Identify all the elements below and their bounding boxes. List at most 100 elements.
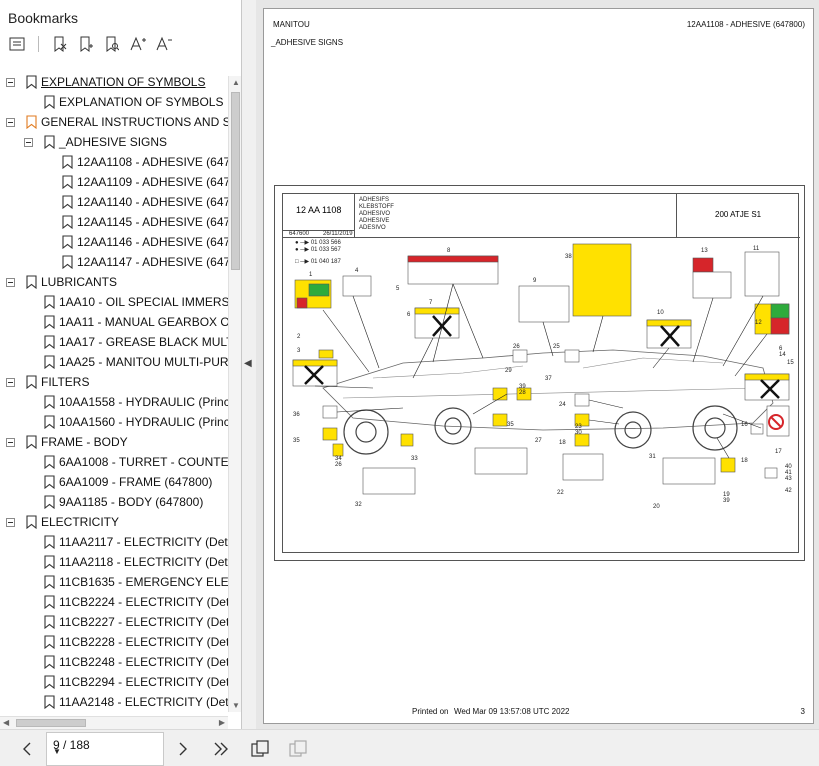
scroll-up-icon[interactable]: ▲ <box>232 78 240 87</box>
horizontal-scrollbar[interactable]: ◀ ▶ <box>0 716 228 729</box>
add-bookmark-icon[interactable] <box>75 34 97 54</box>
bookmark-item[interactable]: 11CB2224 - ELECTRICITY (Detai <box>0 592 228 612</box>
bookmark-item[interactable]: 12AA1146 - ADHESIVE (6478 <box>0 232 228 252</box>
bookmark-icon <box>44 295 55 310</box>
bookmark-icon <box>62 195 73 210</box>
document-view[interactable]: MANITOU 12AA1108 - ADHESIVE (647800) _AD… <box>256 0 819 729</box>
svg-text:4: 4 <box>355 268 359 274</box>
bookmark-icon <box>44 615 55 630</box>
bookmark-item[interactable]: 12AA1147 - ADHESIVE (6478 <box>0 252 228 272</box>
chevron-down-icon[interactable]: ▼ <box>53 747 61 756</box>
svg-text:40: 40 <box>785 464 792 470</box>
bookmark-item[interactable]: 1AA17 - GREASE BLACK MULTI- <box>0 332 228 352</box>
delete-bookmark-icon[interactable] <box>49 34 71 54</box>
bookmark-item[interactable]: GENERAL INSTRUCTIONS AND SAF <box>0 112 228 132</box>
svg-text:19: 19 <box>723 492 730 498</box>
navigation-bar: 9 / 188 ▼ <box>0 729 819 766</box>
bookmark-label: 12AA1109 - ADHESIVE (6478 <box>77 175 228 189</box>
bookmark-item[interactable]: 1AA10 - OIL SPECIAL IMMERSEI <box>0 292 228 312</box>
bookmark-item[interactable]: ELECTRICITY <box>0 512 228 532</box>
bookmark-item[interactable]: FILTERS <box>0 372 228 392</box>
increase-font-icon[interactable] <box>127 34 149 54</box>
bookmark-label: 12AA1147 - ADHESIVE (6478 <box>77 255 228 269</box>
collapse-toggle-icon[interactable] <box>6 378 15 387</box>
bookmark-item[interactable]: 10AA1558 - HYDRAULIC (Princi <box>0 392 228 412</box>
previous-page-icon[interactable] <box>16 738 38 760</box>
bookmark-item[interactable]: LUBRICANTS <box>0 272 228 292</box>
collapse-toggle-icon[interactable] <box>6 438 15 447</box>
svg-text:29: 29 <box>505 368 512 374</box>
legend-item-3: □ ─▶ 01 040 187 <box>295 259 341 265</box>
bookmark-item[interactable]: 11CB1635 - EMERGENCY ELECT <box>0 572 228 592</box>
bookmark-item[interactable]: 12AA1109 - ADHESIVE (6478 <box>0 172 228 192</box>
scroll-down-icon[interactable]: ▼ <box>232 701 240 710</box>
bookmark-item[interactable]: 10AA1560 - HYDRAULIC (Princi <box>0 412 228 432</box>
copy-page-icon[interactable] <box>249 738 271 760</box>
bookmark-icon <box>26 275 37 290</box>
svg-text:37: 37 <box>545 376 552 382</box>
bookmark-icon <box>44 315 55 330</box>
duplicate-page-icon[interactable] <box>287 738 309 760</box>
bookmark-icon <box>44 635 55 650</box>
bookmark-item[interactable]: 11CB2227 - ELECTRICITY (Detai <box>0 612 228 632</box>
scroll-left-icon[interactable]: ◀ <box>3 718 10 727</box>
next-page-icon[interactable] <box>172 738 194 760</box>
bookmark-label: 12AA1145 - ADHESIVE (6478 <box>77 215 228 229</box>
svg-text:32: 32 <box>355 502 362 508</box>
svg-text:35: 35 <box>293 438 300 444</box>
collapse-toggle-icon[interactable] <box>6 518 15 527</box>
find-bookmark-icon[interactable] <box>101 34 123 54</box>
bookmark-item[interactable]: 11CB2248 - ELECTRICITY (Detai <box>0 652 228 672</box>
svg-text:13: 13 <box>701 248 708 254</box>
vertical-scrollbar[interactable]: ▲ ▼ <box>228 76 241 712</box>
bookmark-label: 11CB2248 - ELECTRICITY (Detai <box>59 655 228 669</box>
title-serial: 647600 <box>289 231 310 237</box>
bookmark-icon <box>62 155 73 170</box>
last-page-icon[interactable] <box>210 738 232 760</box>
bookmark-item[interactable]: FRAME - BODY <box>0 432 228 452</box>
bookmark-item[interactable]: 9AA1185 - BODY (647800) <box>0 492 228 512</box>
scroll-right-icon[interactable]: ▶ <box>218 718 225 727</box>
svg-text:6: 6 <box>407 312 411 318</box>
collapse-toggle-icon[interactable] <box>6 118 15 127</box>
collapse-toggle-icon[interactable] <box>6 78 15 87</box>
bookmark-item[interactable]: 1AA25 - MANITOU MULTI-PURI <box>0 352 228 372</box>
collapse-panel-icon[interactable]: ◀ <box>244 358 252 369</box>
bookmark-label: FRAME - BODY <box>41 435 128 449</box>
bookmark-item[interactable]: EXPLANATION OF SYMBOLS <box>0 92 228 112</box>
bookmark-item[interactable]: 11CB2228 - ELECTRICITY (Detai <box>0 632 228 652</box>
bookmark-item[interactable]: _ADHESIVE SIGNS <box>0 132 228 152</box>
bookmark-item[interactable]: 6AA1008 - TURRET - COUNTER' <box>0 452 228 472</box>
title-language-item: ADHESIFS <box>359 197 390 203</box>
bookmark-item[interactable]: 11AA2117 - ELECTRICITY (Detai <box>0 532 228 552</box>
bookmark-icon <box>44 575 55 590</box>
bookmark-item[interactable]: 1AA11 - MANUAL GEARBOX OI <box>0 312 228 332</box>
bookmark-label: 12AA1146 - ADHESIVE (6478 <box>77 235 228 249</box>
bookmark-item[interactable]: 6AA1009 - FRAME (647800) <box>0 472 228 492</box>
bookmark-item[interactable]: 11AA2148 - ELECTRICITY (Detai <box>0 692 228 712</box>
bookmark-label: 12AA1108 - ADHESIVE (6478 <box>77 155 228 169</box>
svg-text:28: 28 <box>519 390 526 396</box>
bookmark-item[interactable]: 12AA1140 - ADHESIVE (6478 <box>0 192 228 212</box>
page-selector[interactable]: 9 / 188 ▼ <box>46 732 164 766</box>
bookmark-icon <box>44 595 55 610</box>
bookmark-item[interactable]: EXPLANATION OF SYMBOLS <box>0 72 228 92</box>
collapse-toggle-icon[interactable] <box>24 138 33 147</box>
bookmark-item[interactable]: 12AA1145 - ADHESIVE (6478 <box>0 212 228 232</box>
bookmark-item[interactable]: 11AA2118 - ELECTRICITY (Detai <box>0 552 228 572</box>
bookmark-item[interactable]: 12AA1108 - ADHESIVE (6478 <box>0 152 228 172</box>
collapse-toggle-icon[interactable] <box>6 278 15 287</box>
bookmark-icon <box>62 175 73 190</box>
decrease-font-icon[interactable] <box>153 34 175 54</box>
bookmark-item[interactable]: 11CB2294 - ELECTRICITY (Detai <box>0 672 228 692</box>
svg-text:6: 6 <box>779 346 783 352</box>
bookmark-label: 1AA17 - GREASE BLACK MULTI- <box>59 335 228 349</box>
svg-text:7: 7 <box>429 300 433 306</box>
scrollbar-thumb-h[interactable] <box>16 719 86 727</box>
bookmark-icon <box>26 435 37 450</box>
svg-text:9: 9 <box>533 278 537 284</box>
scrollbar-thumb[interactable] <box>231 92 240 270</box>
options-menu-icon[interactable] <box>6 34 28 54</box>
